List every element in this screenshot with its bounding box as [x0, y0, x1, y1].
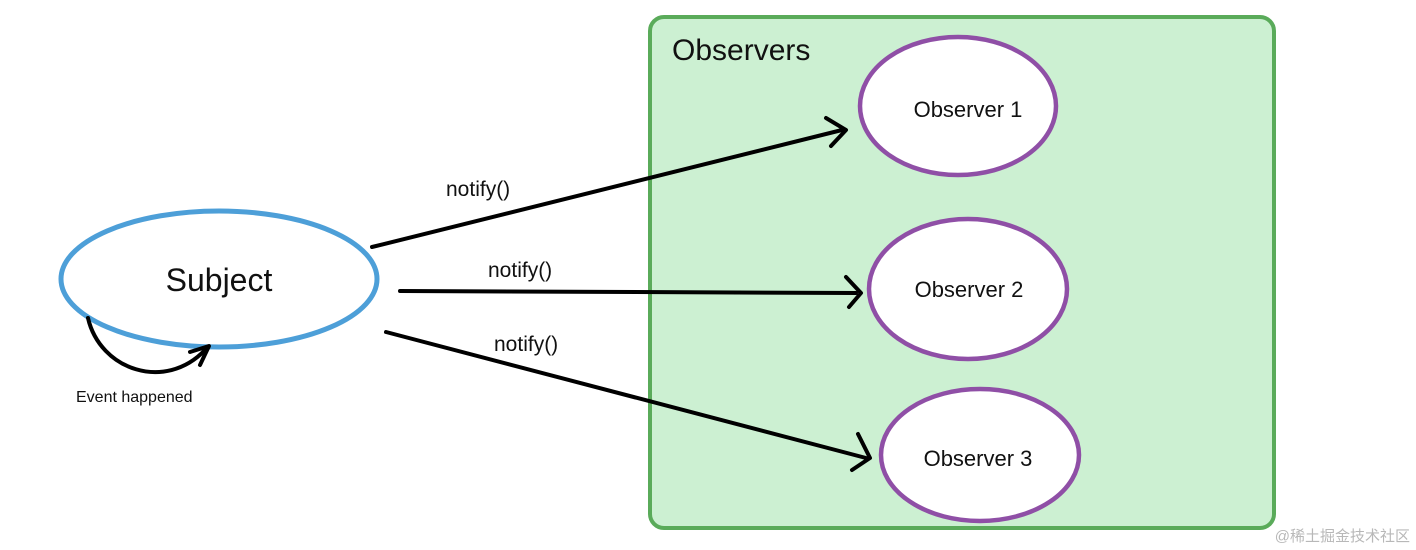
event-happened-label: Event happened — [76, 389, 193, 406]
notify-arrow-1 — [370, 128, 844, 249]
self-loop-arrow — [86, 316, 207, 375]
notify-label-2: notify() — [488, 259, 552, 282]
notify-label-3: notify() — [494, 333, 558, 356]
subject-label: Subject — [166, 262, 273, 298]
self-loop-arrowhead — [188, 344, 211, 367]
observers-panel-title: Observers — [672, 34, 810, 67]
observer-node-1 — [857, 34, 1059, 178]
observer-label-2: Observer 2 — [915, 277, 1024, 302]
observer-node-3 — [878, 386, 1082, 524]
notify-arrow-3 — [384, 330, 868, 460]
notify-arrow-2 — [398, 289, 858, 295]
observer-label-3: Observer 3 — [924, 446, 1033, 471]
subject-node — [58, 208, 380, 350]
notify-arrowhead-1 — [824, 116, 848, 148]
notify-arrowhead-3 — [850, 432, 872, 472]
watermark-text: @稀土掘金技术社区 — [1275, 528, 1410, 545]
observer-label-1: Observer 1 — [914, 97, 1023, 122]
notify-label-1: notify() — [446, 178, 510, 201]
notify-arrowhead-2 — [844, 275, 863, 309]
observer-node-2 — [866, 216, 1070, 362]
